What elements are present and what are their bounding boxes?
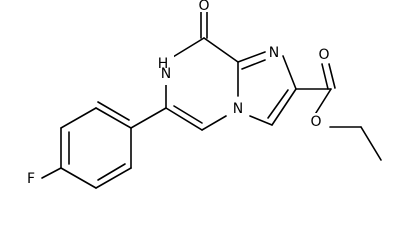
lactam-h-label: H — [158, 56, 169, 72]
ester-ether-oxygen-label: O — [310, 114, 321, 130]
bond-c8-c8a — [203, 37, 239, 63]
bond-c6-c5 — [165, 107, 203, 131]
bond-para-meta2 — [60, 167, 97, 189]
bond-network — [41, 9, 382, 189]
bond-meta2-ortho2 — [95, 167, 132, 189]
imidazole-nitrogen-label: N — [269, 45, 279, 61]
bond-para-f — [41, 167, 62, 179]
lactam-nitrogen-label: N — [161, 66, 171, 82]
bond-meta2-ortho2-double — [97, 163, 126, 181]
fluorine-label: F — [27, 171, 35, 187]
atom-labels: O H N N N O O F — [22, 0, 332, 188]
bond-c3-n4 — [249, 115, 273, 126]
bond-c5-n4 — [201, 115, 227, 131]
ester-carbonyl-oxygen-label: O — [318, 47, 329, 63]
bond-c6-cipso — [130, 107, 167, 129]
bond-carbonyl-o-double — [328, 63, 336, 89]
bond-c2-c3 — [271, 88, 297, 126]
carbonyl-oxygen-label: O — [198, 0, 209, 14]
bond-n1-c2 — [282, 55, 297, 90]
bond-ch2-ch3 — [360, 126, 382, 161]
bond-ipso-ortho1 — [95, 107, 132, 129]
bond-c8a-n1-double — [241, 59, 266, 70]
bond-ipso-ortho1-double — [97, 101, 130, 121]
bridgehead-nitrogen-label: N — [233, 101, 243, 117]
bond-c8a-n1 — [237, 51, 266, 63]
bond-c2-c3-double — [267, 89, 289, 119]
bond-ortho1-meta1 — [60, 107, 97, 129]
bond-c6-c5-double — [173, 105, 203, 124]
bond-carbonyl-o — [321, 63, 329, 90]
bond-carbonyl-oether — [313, 88, 332, 117]
molecule-structure: O H N N N O O F — [22, 0, 382, 189]
